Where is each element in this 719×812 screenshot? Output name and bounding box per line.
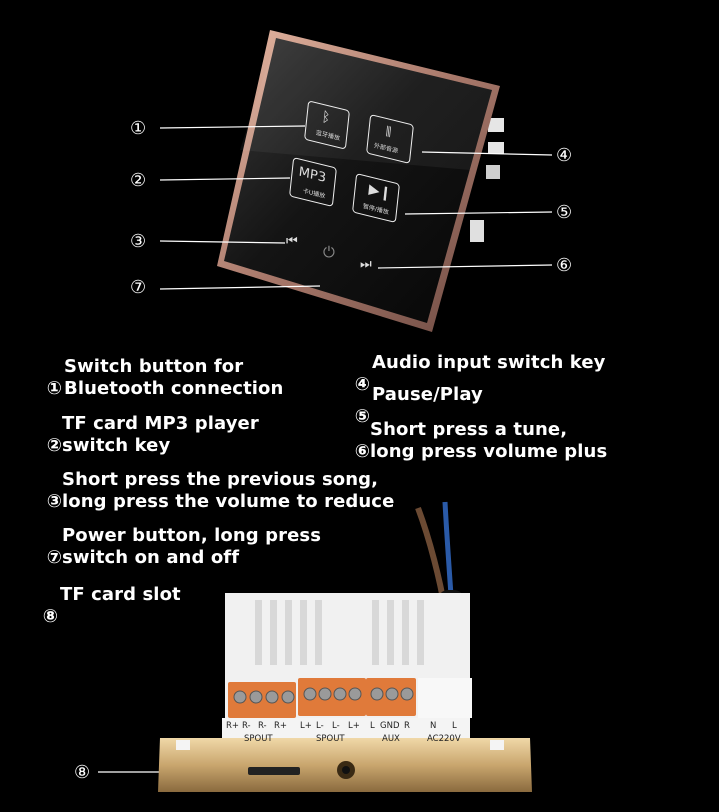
- desc-3-text: Short press the previous song, long pres…: [62, 469, 395, 512]
- pin-label: R-: [242, 721, 251, 731]
- desc-8-num: ⑧: [42, 606, 59, 627]
- group-label: SPOUT: [316, 734, 345, 744]
- group-label: AC220V: [427, 734, 461, 744]
- callout-2: ②: [130, 170, 147, 191]
- tf-card-slot: [248, 767, 300, 775]
- terminal-labels: R+ R- R- R+ L+ L- L- L+ L GND R N L SPOU…: [224, 720, 470, 748]
- previous-icon[interactable]: ⏮: [286, 234, 298, 249]
- desc-7: ⑦ Power button, long press switch on and…: [34, 525, 321, 591]
- pin-label: R: [404, 721, 410, 731]
- next-icon[interactable]: ⏭: [360, 257, 372, 272]
- panel-photo: [217, 30, 504, 332]
- callout-6: ⑥: [556, 255, 573, 276]
- desc-7-text: Power button, long press switch on and o…: [62, 525, 322, 568]
- callout-8: ⑧: [74, 762, 91, 783]
- pin-label: R-: [258, 721, 267, 731]
- callout-3: ③: [130, 231, 147, 252]
- desc-4-num: ④: [354, 374, 371, 395]
- group-label: SPOUT: [244, 734, 273, 744]
- module-photo: [158, 501, 532, 792]
- desc-4: ④ Audio input switch key: [342, 352, 606, 418]
- callout-4: ④: [556, 145, 573, 166]
- power-icon[interactable]: ⏻: [323, 243, 335, 261]
- callout-5: ⑤: [556, 202, 573, 223]
- callout-7: ⑦: [130, 277, 147, 298]
- pin-label: L+: [300, 721, 312, 731]
- pin-label: GND: [380, 721, 400, 731]
- desc-8-text: TF card slot: [60, 584, 181, 605]
- pin-label: L-: [332, 721, 340, 731]
- desc-3-num: ③: [46, 491, 63, 512]
- desc-5: ⑤ Pause/Play: [342, 384, 483, 450]
- desc-2-text: TF card MP3 player switch key: [62, 413, 259, 456]
- pin-label: L-: [316, 721, 324, 731]
- desc-1-text: Switch button for Bluetooth connection: [64, 356, 284, 399]
- pin-label: L: [452, 721, 457, 731]
- desc-6-text: Short press a tune, long press volume pl…: [370, 419, 608, 462]
- desc-3: ③ Short press the previous song, long pr…: [34, 469, 395, 535]
- callout-1: ①: [130, 118, 147, 139]
- desc-6-num: ⑥: [354, 441, 371, 462]
- desc-7-num: ⑦: [46, 547, 63, 568]
- desc-1-num: ①: [46, 378, 63, 399]
- desc-2-num: ②: [46, 435, 63, 456]
- pin-label: R+: [274, 721, 288, 731]
- pin-label: L+: [348, 721, 360, 731]
- group-label: AUX: [382, 734, 400, 744]
- desc-8: ⑧ TF card slot: [30, 584, 181, 650]
- pin-label: L: [370, 721, 375, 731]
- desc-2: ② TF card MP3 player switch key: [34, 413, 259, 479]
- pin-label: N: [430, 721, 437, 731]
- desc-5-num: ⑤: [354, 406, 371, 427]
- desc-1: ① Switch button for Bluetooth connection: [34, 356, 284, 422]
- desc-4-text: Audio input switch key: [372, 352, 606, 373]
- pin-label: R+: [226, 721, 240, 731]
- desc-6: ⑥ Short press a tune, long press volume …: [342, 419, 607, 485]
- desc-5-text: Pause/Play: [372, 384, 483, 405]
